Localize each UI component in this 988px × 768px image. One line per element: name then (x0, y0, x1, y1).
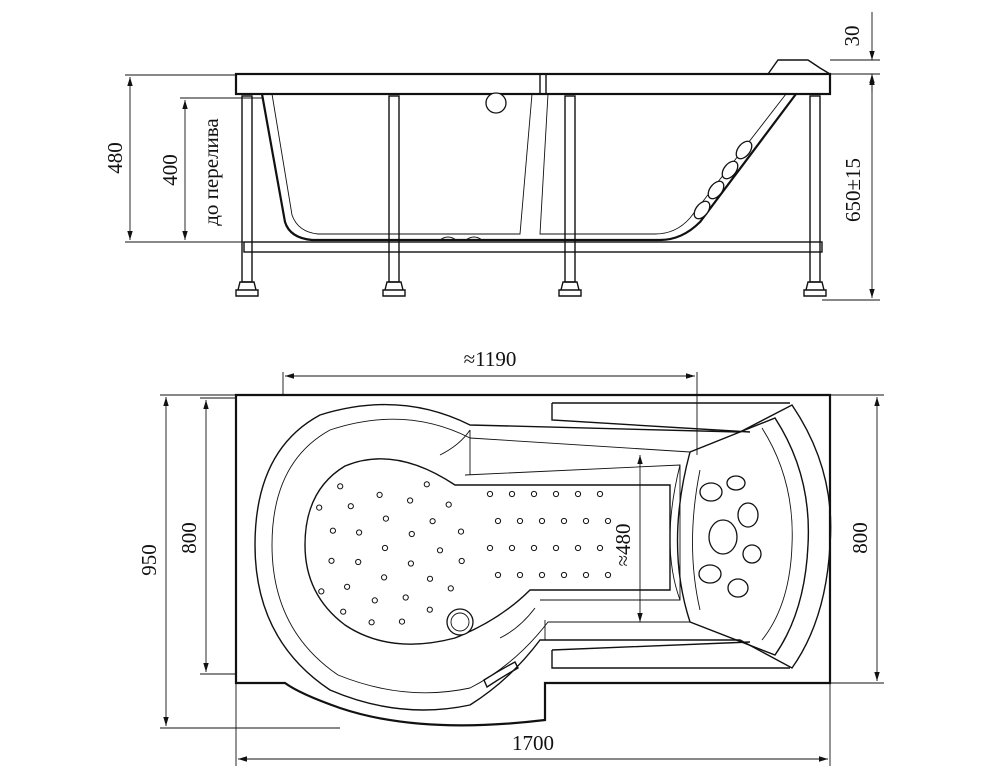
dim-inner-width-left: 800 (177, 522, 201, 554)
air-jet-dot (530, 544, 538, 552)
air-jet-dot (398, 618, 406, 625)
air-jet-dot (486, 544, 494, 552)
air-jet-dot (340, 608, 347, 615)
air-jet-dot (347, 503, 354, 510)
overflow-outlet (485, 92, 507, 114)
support-legs (235, 95, 827, 297)
headrest (676, 417, 810, 656)
air-jet-dot (486, 490, 494, 498)
air-jet-dot (316, 504, 323, 511)
basin-outer (254, 403, 832, 711)
dim-total-height: 480 (103, 142, 127, 174)
air-jet-dot (560, 517, 568, 525)
air-jet-dot (538, 571, 546, 579)
tub-body (260, 93, 797, 242)
overflow-caption: до перелива (199, 118, 223, 226)
air-jet-dot (318, 588, 325, 595)
tub-rim (234, 72, 832, 96)
air-jet-dot (445, 501, 452, 508)
air-jet-dot (516, 571, 524, 579)
air-jet-dot (530, 490, 538, 498)
dim-width: 950 (137, 544, 161, 576)
air-jet-dot (494, 571, 502, 579)
dim-rim-thickness: 30 (840, 26, 864, 47)
air-jet-dot (596, 544, 604, 552)
air-jet-dot (582, 571, 590, 579)
air-jet-dot (356, 529, 363, 536)
air-jet-dot (337, 483, 344, 490)
air-jet-dot (458, 557, 465, 565)
side-jets (693, 140, 753, 220)
dim-basin-length: ≈1190 (464, 347, 517, 371)
air-jet-dot (447, 585, 454, 592)
air-jet-dot (560, 571, 568, 579)
dim-overflow-height: 400 (158, 154, 182, 186)
dim-length: 1700 (512, 731, 554, 755)
air-jet-dot (426, 606, 433, 613)
air-jet-dot (552, 544, 560, 552)
air-jet-dot (457, 528, 465, 535)
air-jet-dot (429, 518, 436, 525)
air-jet-dot (574, 490, 582, 498)
dim-leg-height: 650±15 (841, 158, 865, 222)
air-jet-dot (436, 547, 444, 554)
headrest-jets (698, 475, 762, 598)
air-jet-dot (328, 557, 335, 564)
air-jet-dot (426, 575, 434, 582)
air-jet-dot (329, 527, 336, 534)
air-jet-dot (402, 594, 409, 601)
air-jet-dot (344, 583, 351, 590)
basin-floor (304, 458, 671, 645)
air-jet-dot (604, 517, 612, 525)
air-jet-dot (407, 560, 414, 567)
air-jet-dot (408, 530, 415, 538)
air-jet-dot (494, 517, 502, 525)
air-jet-dot (381, 544, 389, 552)
air-jet-dot (371, 597, 378, 604)
tub-outline (234, 393, 832, 727)
dim-inner-width-right: 800 (848, 522, 872, 554)
air-jet-dot (508, 490, 516, 498)
side-view: 480 400 до перелива 30 650±15 (103, 12, 880, 301)
support-frame (243, 241, 823, 253)
air-jet-dot (574, 544, 582, 552)
top-view: ≈1190 950 800 800 ≈480 1700 (137, 347, 884, 766)
air-jet-dot (368, 619, 375, 626)
air-jet-dot (596, 490, 604, 498)
air-jet-dot (376, 491, 383, 498)
air-jet-dot (423, 481, 430, 488)
air-jet-dot (355, 558, 362, 566)
air-jet-dot (407, 497, 414, 504)
air-jet-dot (381, 574, 388, 581)
air-jet-dot (508, 544, 516, 552)
air-jet-dot (582, 517, 590, 525)
air-jet-dot (552, 490, 560, 498)
air-jet-dot (382, 515, 389, 522)
bottom-air-jets (316, 481, 612, 626)
air-jet-dot (604, 571, 612, 579)
air-jet-dot (538, 517, 546, 525)
dim-narrow-width: ≈480 (611, 523, 635, 566)
air-jet-dot (516, 517, 524, 525)
